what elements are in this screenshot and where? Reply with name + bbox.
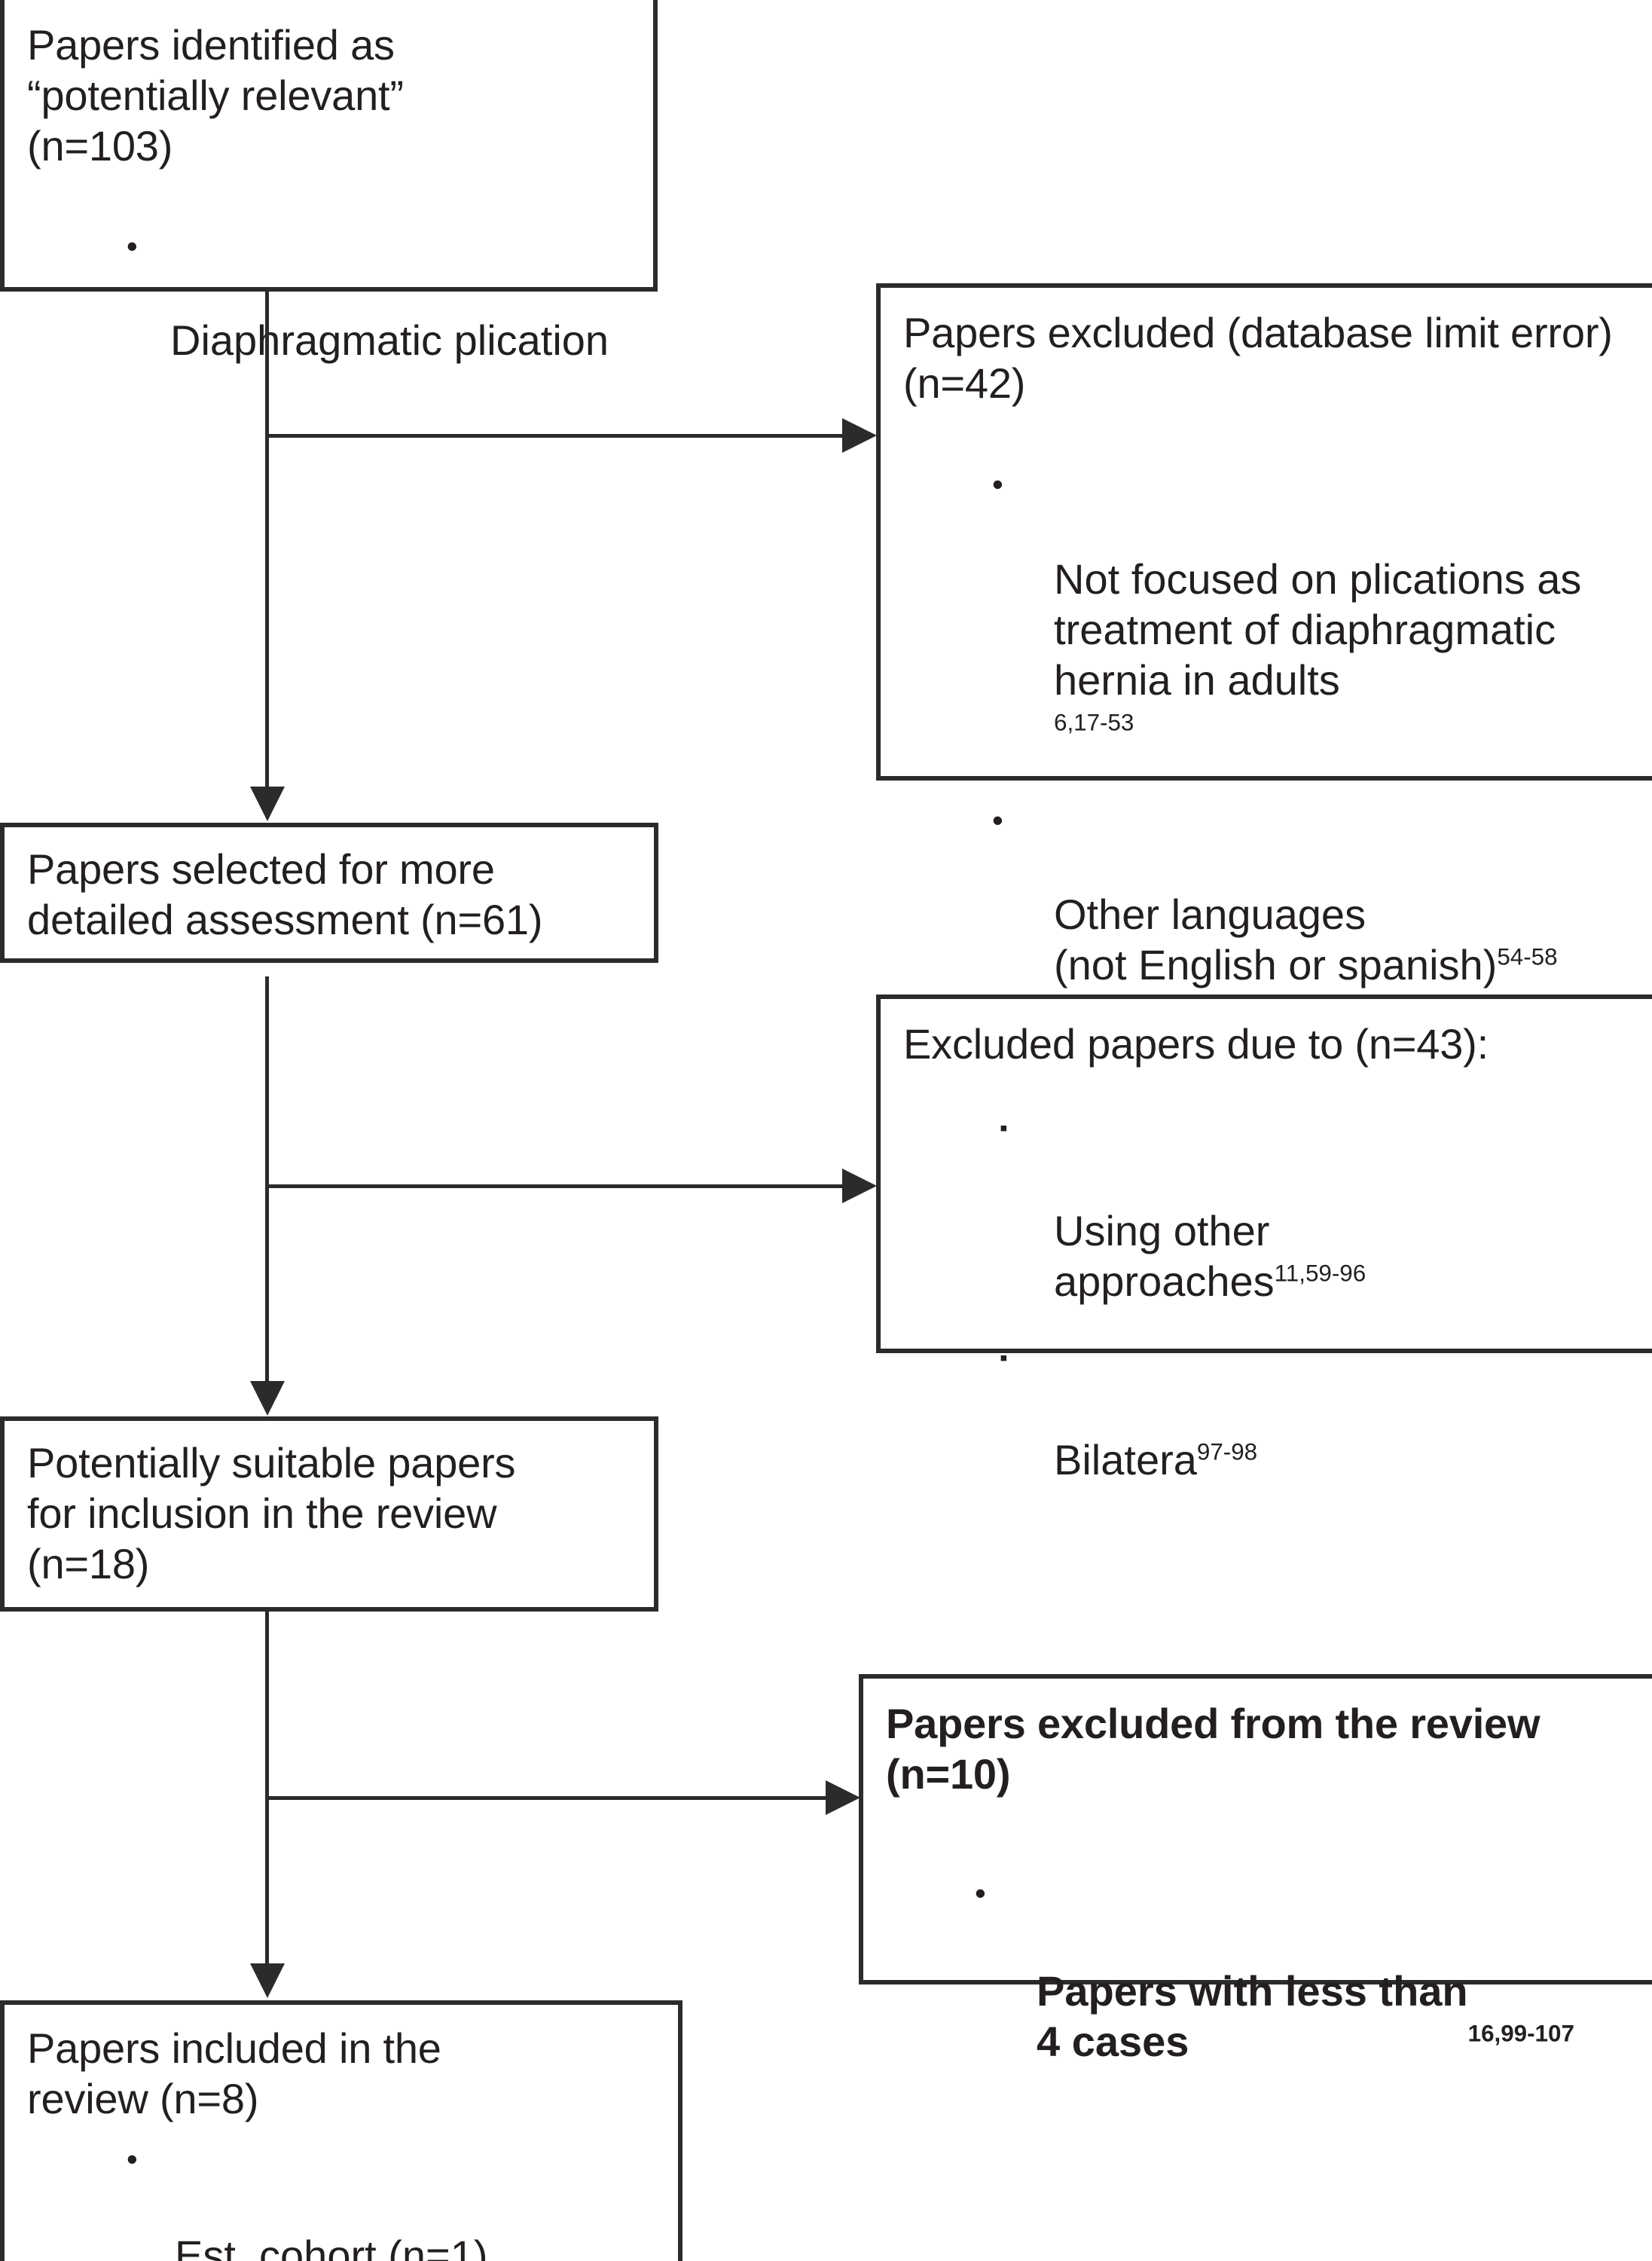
box-papers-excluded-from-review: Papers excluded from the review (n=10) •… [859,1674,1652,2065]
arrowhead-right-icon [826,1780,860,1815]
list-item: ▪ Bilatera97-98 [903,1334,1629,1486]
bullet-square-icon: ▪ [1000,1345,1008,1370]
list-item: • Est. cohort (n=1) [27,2128,655,2261]
list-item-label: Est. cohort (n=1) [175,2231,488,2261]
box-excluded-papers-due-to-bullets: ▪ Using other approaches11,59-96 ▪ Bilat… [903,1104,1629,1485]
reference-superscript: 97-98 [1196,1438,1258,1465]
bullet-dot-icon: • [127,2141,138,2177]
arrowhead-down-icon [250,1963,285,1998]
reference-superscript: 54-58 [1497,943,1558,970]
bullet-dot-icon: • [127,228,138,264]
list-item: • Diaphragmatic plication [27,214,631,366]
list-item: ▪ Using other approaches11,59-96 [903,1104,1629,1306]
list-item: • Not focused on plications as treatment… [903,452,1629,756]
box-papers-excluded-from-review-heading: Papers excluded from the review (n=10) [886,1700,1541,1798]
reference-superscript: 6,17-53 [1054,709,1134,736]
list-item-label: Other languages (not English or spanish) [1054,890,1498,989]
reference-superscript: 16,99-107 [1467,2020,1574,2047]
box-papers-selected-detailed: Papers selected for more detailed assess… [0,823,658,963]
connector-selected-to-excluded-due-to [265,1184,844,1188]
box-papers-identified: Papers identified as “potentially releva… [0,0,658,364]
connector-potentially-suitable-to-excluded-from-review [265,1796,827,1800]
list-item-label: Papers with less than 4 cases [1037,1966,1468,2065]
list-item-label: Using other approaches [1054,1206,1275,1305]
connector-potentially-suitable-to-included [265,1612,269,1966]
box-papers-excluded-database-heading: Papers excluded (database limit error) (… [903,309,1613,408]
box-papers-identified-heading: Papers identified as “potentially releva… [27,21,404,170]
box-papers-excluded-database-bullets: • Not focused on plications as treatment… [903,452,1629,990]
bullet-dot-icon: • [975,1875,986,1911]
connector-selected-to-potentially-suitable [265,976,269,1383]
bullet-square-icon: ▪ [1000,1116,1008,1141]
box-papers-included-review-bullets: • Est. cohort (n=1) • Reviews (n=2)**8,1… [27,2128,655,2261]
box-papers-included-review-heading: Papers included in the review (n=8) [27,2024,441,2123]
box-papers-identified-bullets: • Diaphragmatic plication [27,214,631,366]
bullet-dot-icon: • [992,466,1003,503]
box-papers-selected-detailed-heading: Papers selected for more detailed assess… [27,845,543,944]
arrowhead-down-icon [250,1381,285,1416]
box-excluded-papers-due-to: Excluded papers due to (n=43): ▪ Using o… [876,995,1652,1483]
list-item: • Other languages (not English or spanis… [903,788,1629,991]
box-papers-excluded-database: Papers excluded (database limit error) (… [876,283,1652,988]
arrowhead-right-icon [842,1169,877,1203]
list-item-label: Diaphragmatic plication [170,316,609,364]
reference-superscript: 11,59-96 [1274,1260,1366,1287]
list-item-label: Bilatera [1054,1436,1197,1484]
connector-identified-to-selected [265,292,269,789]
box-excluded-papers-due-to-heading: Excluded papers due to (n=43): [903,1020,1489,1068]
box-papers-included-review: Papers included in the review (n=8) • Es… [0,2000,682,2261]
box-potentially-suitable-papers-heading: Potentially suitable papers for inclusio… [27,1439,516,1588]
bullet-dot-icon: • [992,802,1003,838]
arrowhead-right-icon [842,418,877,453]
connector-identified-to-excluded-database [265,434,844,438]
box-potentially-suitable-papers: Potentially suitable papers for inclusio… [0,1416,658,1612]
list-item-label: Not focused on plications as treatment o… [1054,555,1582,704]
arrowhead-down-icon [250,787,285,821]
